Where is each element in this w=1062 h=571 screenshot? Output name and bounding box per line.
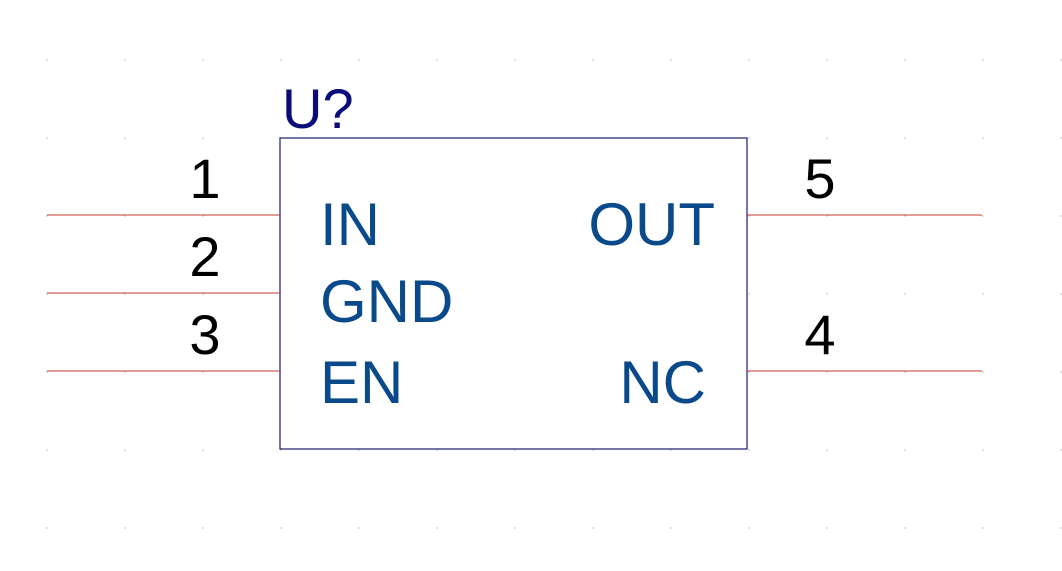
grid-dot [670,527,672,529]
grid-dot [1060,527,1062,529]
grid-dot [904,215,906,217]
pin-2-number: 2 [189,225,220,288]
grid-dot [202,137,204,139]
grid-dot [748,293,750,295]
grid-dot [982,137,984,139]
grid-dot [124,449,126,451]
pin-3-name: EN [320,349,403,416]
grid-dot [748,59,750,61]
grid-dot [826,293,828,295]
grid-dot [280,527,282,529]
grid-dot [124,527,126,529]
grid-dot [904,371,906,373]
pin-2-name: GND [320,268,453,335]
pin-5-name: OUT [588,191,715,258]
grid-dot [1060,215,1062,217]
grid-dot [1060,59,1062,61]
grid-dot [46,137,48,139]
grid-dot [982,527,984,529]
grid-dot [748,137,750,139]
grid-dot [46,59,48,61]
grid-dot [904,137,906,139]
grid-dot [514,59,516,61]
pin-2[interactable]: 2 GND [47,225,453,335]
grid-dot [592,527,594,529]
grid-dot [124,293,126,295]
grid-dot [1060,293,1062,295]
pin-4-name: NC [619,349,706,416]
grid-dot [670,59,672,61]
grid-dot [982,371,984,373]
grid-dot [124,215,126,217]
grid-dot [826,449,828,451]
grid-dot [202,449,204,451]
grid-dot [904,59,906,61]
grid-dot [46,449,48,451]
grid-dot [358,527,360,529]
grid-dot [904,449,906,451]
grid-dot [46,215,48,217]
grid-dot [592,59,594,61]
grid-dot [748,371,750,373]
grid-dot [202,293,204,295]
grid-dot [982,215,984,217]
grid-dot [124,59,126,61]
grid-dot [982,293,984,295]
pin-1-name: IN [320,191,380,258]
grid-dot [202,371,204,373]
grid-dot [982,449,984,451]
grid-dot [202,527,204,529]
grid-dot [826,215,828,217]
grid-dot [46,527,48,529]
grid-dot [202,215,204,217]
grid-dots [46,59,1062,529]
grid-dot [46,293,48,295]
grid-dot [826,59,828,61]
grid-dot [1060,449,1062,451]
grid-dot [358,59,360,61]
grid-dot [982,59,984,61]
grid-dot [826,527,828,529]
grid-dot [124,371,126,373]
pin-1-number: 1 [189,147,220,210]
pin-4[interactable]: 4 NC [619,303,982,416]
grid-dot [748,449,750,451]
grid-dot [748,215,750,217]
grid-dot [436,59,438,61]
grid-dot [748,527,750,529]
pin-3[interactable]: 3 EN [47,303,403,416]
grid-dot [826,137,828,139]
grid-dot [202,59,204,61]
grid-dot [1060,137,1062,139]
grid-dot [826,371,828,373]
pin-5[interactable]: 5 OUT [588,147,982,258]
grid-dot [904,527,906,529]
grid-dot [280,59,282,61]
reference-designator[interactable]: U? [282,77,354,140]
grid-dot [124,137,126,139]
pin-3-number: 3 [189,303,220,366]
grid-dot [46,371,48,373]
grid-dot [514,527,516,529]
pin-1[interactable]: 1 IN [47,147,380,258]
grid-dot [1060,371,1062,373]
grid-dot [904,293,906,295]
component-body[interactable] [279,137,748,450]
pin-4-number: 4 [804,303,835,366]
grid-dot [436,527,438,529]
pin-5-number: 5 [804,147,835,210]
